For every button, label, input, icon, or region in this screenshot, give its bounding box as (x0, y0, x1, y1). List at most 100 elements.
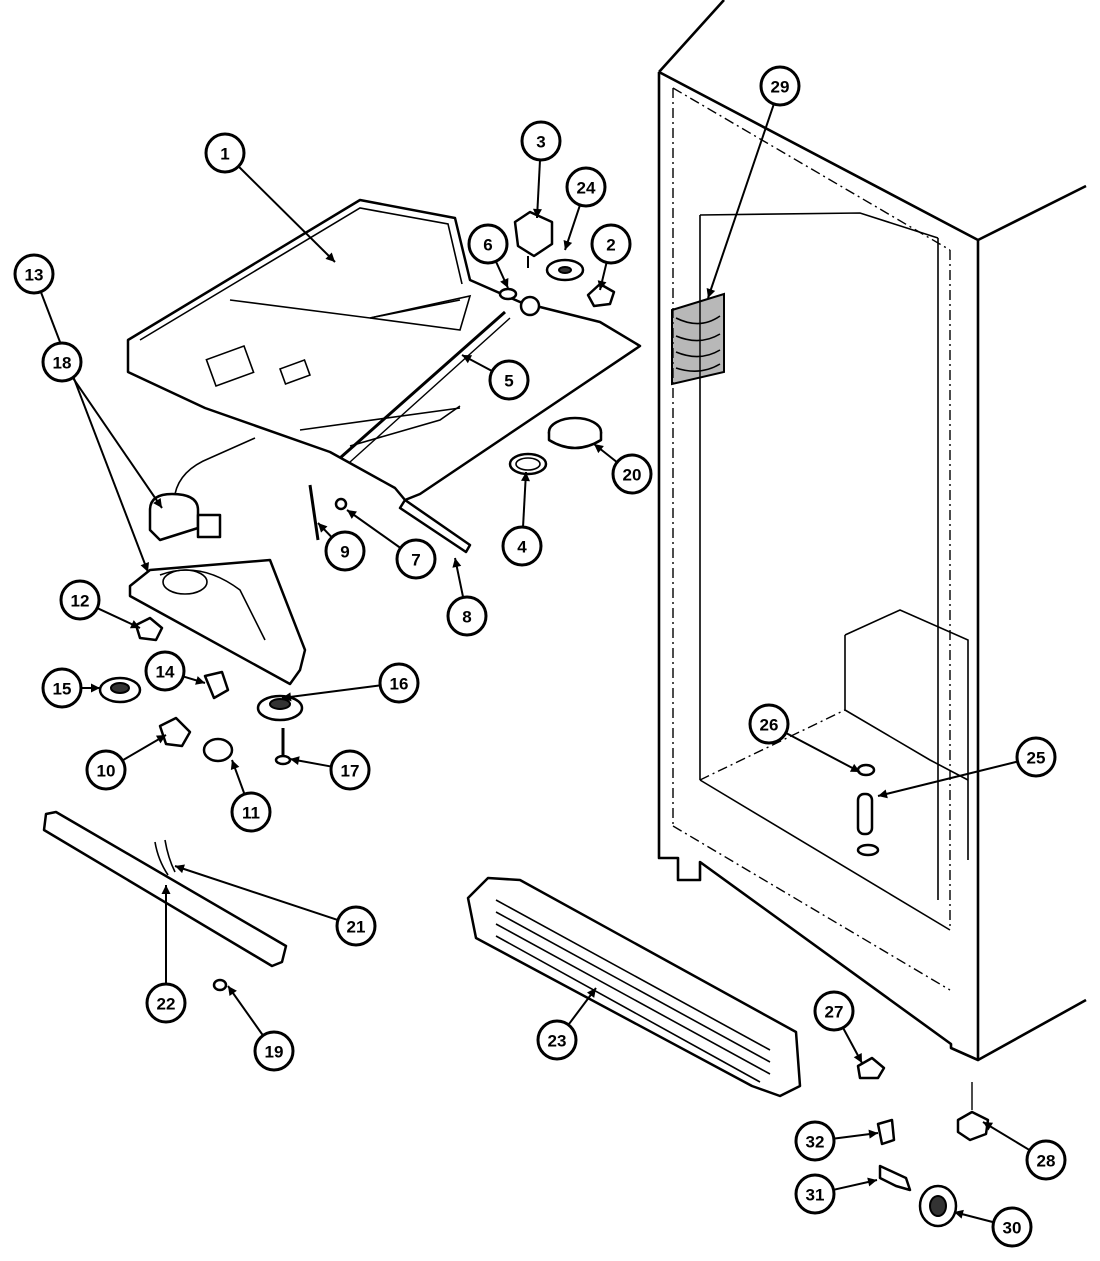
leader-line (982, 1121, 1031, 1152)
callout-number: 27 (825, 1003, 844, 1022)
callout-circle (991, 1206, 1033, 1248)
callout-circle (204, 132, 246, 174)
callout-circle (253, 1030, 295, 1072)
leader-arrowhead (325, 252, 335, 262)
callout-circle (536, 1019, 578, 1061)
callout-9: 9 (317, 522, 366, 572)
leader-line (237, 165, 336, 263)
leader-arrowhead (175, 864, 185, 874)
callout-10: 10 (85, 734, 167, 791)
callout-circle (520, 120, 562, 162)
callout-11: 11 (230, 759, 272, 833)
leader-arrowhead (290, 756, 300, 766)
callout-15: 15 (41, 667, 100, 709)
callout-12: 12 (59, 579, 141, 629)
callout-number: 12 (71, 592, 90, 611)
leader-line (877, 760, 1018, 797)
leader-arrowhead (878, 789, 888, 799)
callout-circle (13, 253, 55, 295)
callout-number: 28 (1037, 1152, 1056, 1171)
leader-arrowhead (195, 676, 205, 685)
callout-16: 16 (281, 662, 420, 704)
leader-arrowhead (706, 288, 716, 298)
leader-line (346, 509, 402, 549)
callout-number: 7 (411, 551, 420, 570)
callout-circle (759, 65, 801, 107)
callout-27: 27 (813, 990, 863, 1064)
callout-circle (378, 662, 420, 704)
callout-circle (1025, 1139, 1067, 1181)
leader-arrowhead (91, 683, 100, 693)
callout-circle (748, 703, 790, 745)
leader-line (707, 103, 775, 299)
callout-circle (145, 982, 187, 1024)
callout-number: 6 (483, 236, 492, 255)
callout-circle (488, 359, 530, 401)
callout-7: 7 (346, 509, 437, 580)
leader-arrowhead (140, 561, 149, 572)
callout-number: 10 (97, 762, 116, 781)
leader-line (281, 684, 381, 699)
leader-arrowhead (452, 558, 462, 568)
leader-arrowhead (161, 885, 171, 894)
callout-25: 25 (877, 736, 1057, 799)
callout-24: 24 (563, 166, 607, 251)
callout-number: 30 (1003, 1219, 1022, 1238)
callout-number: 16 (390, 675, 409, 694)
callout-2: 2 (590, 223, 632, 291)
callout-4: 4 (501, 471, 543, 567)
callout-circle (41, 341, 83, 383)
callout-number: 15 (53, 680, 72, 699)
callout-17: 17 (289, 749, 371, 791)
leader-line (174, 865, 339, 921)
leader-arrowhead (318, 523, 328, 533)
callout-number: 4 (517, 538, 527, 557)
leader-arrowhead (597, 280, 607, 290)
leader-arrowhead (954, 1209, 964, 1219)
callout-number: 23 (548, 1032, 567, 1051)
leader-line (536, 159, 542, 219)
callout-circle (611, 453, 653, 495)
leader-arrowhead (153, 498, 162, 508)
callout-circle (144, 650, 186, 692)
leader-arrowhead (462, 355, 473, 364)
leader-line (522, 471, 527, 528)
callout-31: 31 (794, 1173, 878, 1215)
callout-number: 29 (771, 78, 790, 97)
callout-number: 18 (53, 354, 72, 373)
leader-line (785, 731, 861, 773)
callout-30: 30 (953, 1206, 1033, 1248)
leader-arrowhead (500, 277, 509, 288)
callout-circle (590, 223, 632, 265)
leader-arrowhead (563, 240, 573, 250)
callout-circle (395, 538, 437, 580)
callout-18: 18 (41, 341, 163, 509)
callout-number: 3 (536, 133, 545, 152)
callout-29: 29 (706, 65, 801, 299)
leader-arrowhead (129, 620, 140, 629)
callout-circle (41, 667, 83, 709)
callout-circle (324, 530, 366, 572)
callout-number: 24 (577, 179, 596, 198)
callout-22: 22 (145, 885, 187, 1024)
callout-circle (446, 595, 488, 637)
callout-number: 26 (760, 716, 779, 735)
callout-20: 20 (593, 443, 653, 495)
callout-circle (467, 223, 509, 265)
callout-circle (230, 791, 272, 833)
callout-number: 21 (347, 918, 366, 937)
callout-number: 22 (157, 995, 176, 1014)
callout-number: 11 (242, 804, 260, 823)
leader-arrowhead (594, 444, 604, 454)
callout-number: 2 (606, 236, 615, 255)
callout-1: 1 (204, 132, 336, 263)
leader-arrowhead (282, 692, 292, 702)
callout-number: 9 (340, 543, 349, 562)
callout-circle (1015, 736, 1057, 778)
callout-circle (501, 525, 543, 567)
leader-arrowhead (347, 510, 357, 519)
leader-arrowhead (867, 1177, 877, 1187)
callout-number: 8 (462, 608, 471, 627)
cabinet (657, 0, 1087, 1062)
